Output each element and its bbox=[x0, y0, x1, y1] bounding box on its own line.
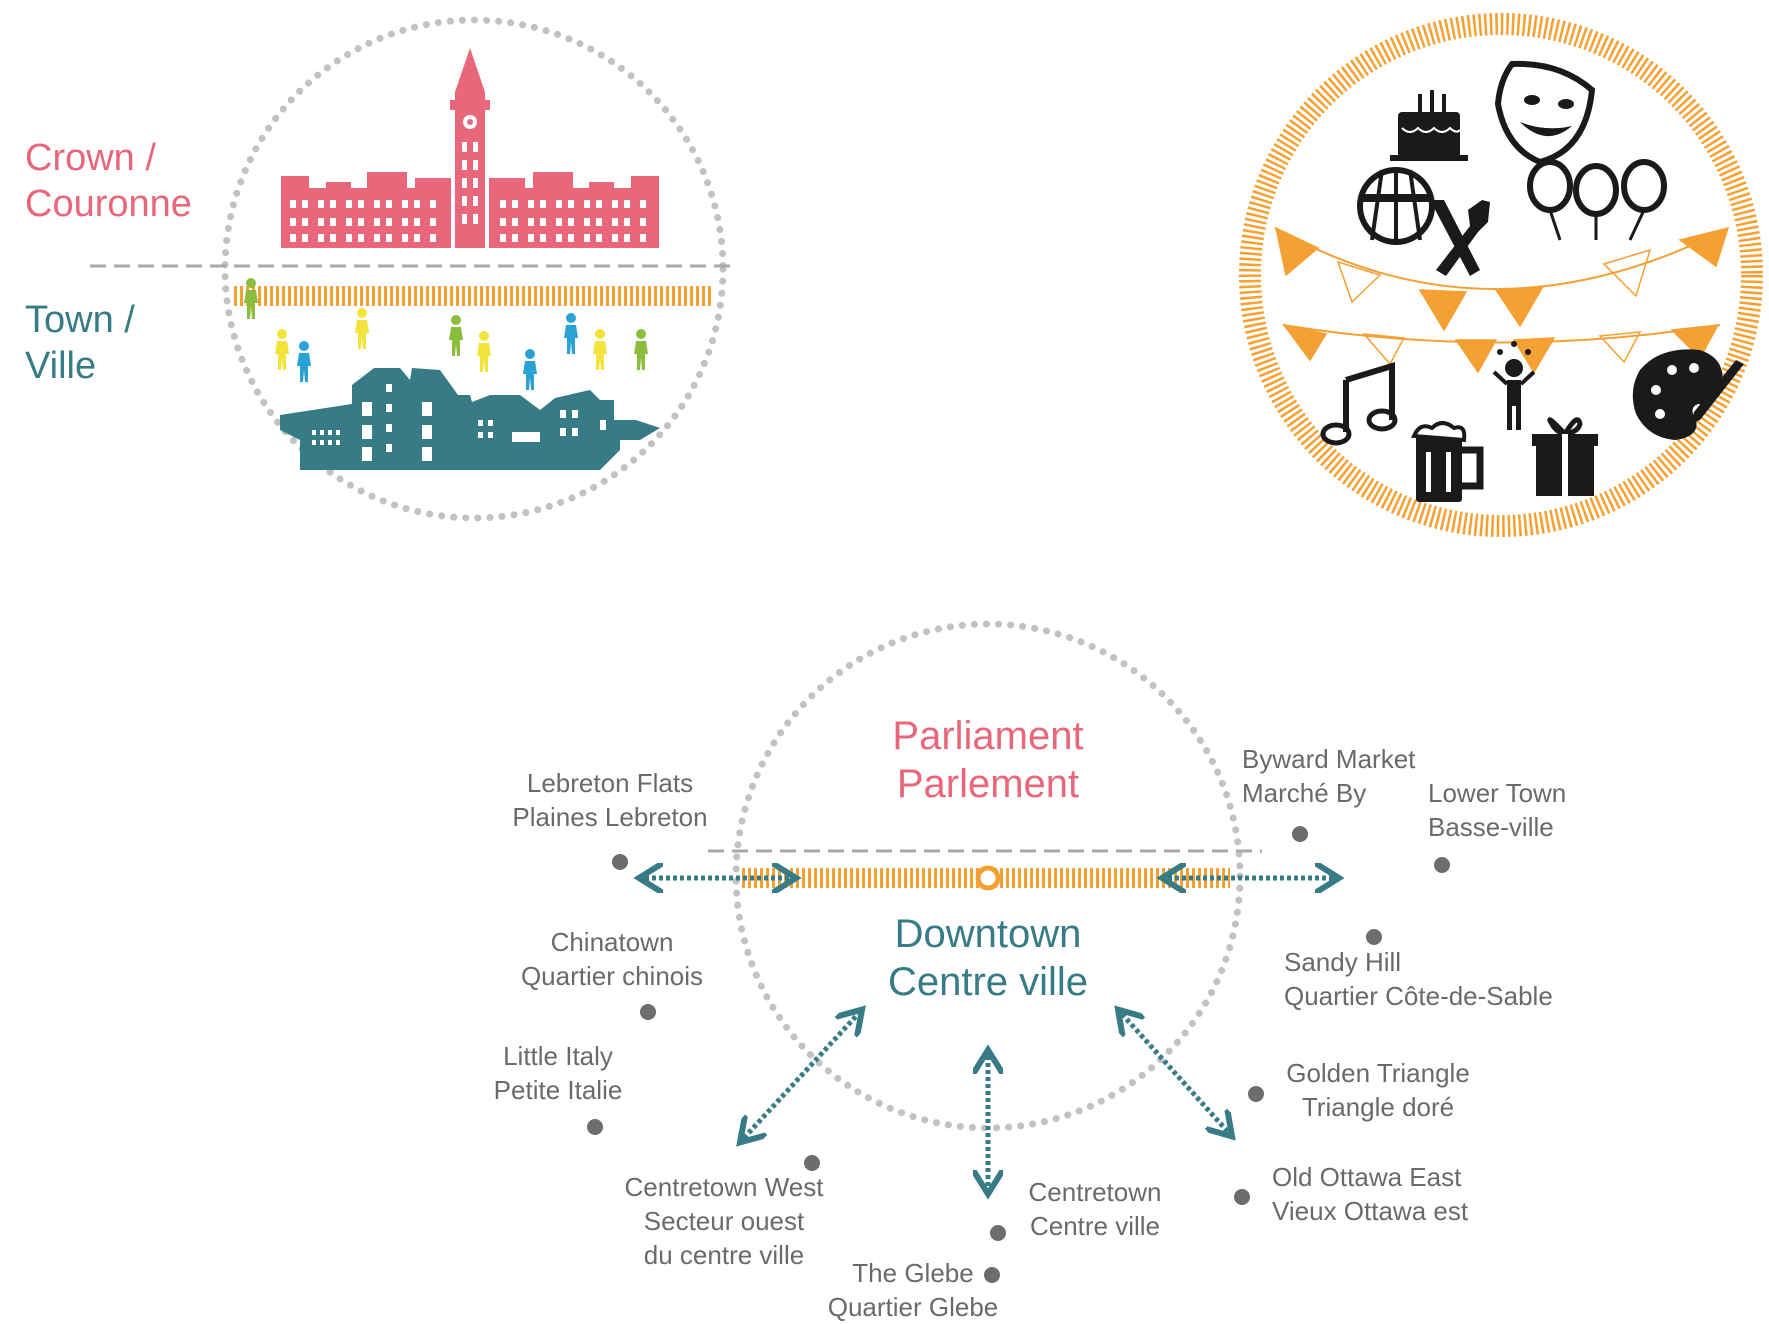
centretown-en: Centretown bbox=[1028, 1177, 1162, 1207]
glebe-en: The Glebe bbox=[852, 1258, 974, 1288]
parliament-label-line2: Parlement bbox=[896, 762, 1080, 806]
downtown-label: Downtown Centre ville bbox=[868, 910, 1108, 1006]
dot-littleitaly bbox=[587, 1119, 603, 1135]
crown-label-line1: Crown / bbox=[25, 137, 156, 179]
goldentriangle-fr: Triangle doré bbox=[1301, 1092, 1455, 1122]
lowertown-fr: Basse-ville bbox=[1428, 812, 1554, 842]
birthday-cake-icon bbox=[1390, 90, 1468, 161]
parliament-label-line1: Parliament bbox=[892, 714, 1084, 758]
crown-label-line2: Couronne bbox=[25, 182, 192, 225]
centretownwest-en: Centretown West bbox=[624, 1172, 824, 1202]
chinatown-fr: Quartier chinois bbox=[520, 961, 704, 991]
littleitaly-fr: Petite Italie bbox=[493, 1075, 623, 1105]
crown-label: Crown / Couronne bbox=[25, 136, 192, 227]
label-lebreton: Lebreton Flats Plaines Lebreton bbox=[490, 766, 730, 834]
label-centretownwest: Centretown West Secteur ouest du centre … bbox=[604, 1170, 844, 1272]
parliament-marker-icon bbox=[975, 865, 1001, 891]
drum-icon bbox=[1357, 167, 1435, 245]
dot-lowertown bbox=[1434, 857, 1450, 873]
dot-chinatown bbox=[640, 1004, 656, 1020]
dot-goldentriangle bbox=[1248, 1086, 1264, 1102]
dot-sandyhill bbox=[1366, 929, 1382, 945]
byward-fr: Marché By bbox=[1242, 778, 1367, 808]
town-label-line1: Town / bbox=[25, 299, 135, 341]
theatre-mask-icon bbox=[1494, 60, 1596, 166]
centretownwest-fr: Secteur ouest bbox=[643, 1206, 805, 1236]
downtown-label-line1: Downtown bbox=[894, 912, 1082, 956]
dot-oldottawaeast bbox=[1234, 1189, 1250, 1205]
goldentriangle-en: Golden Triangle bbox=[1286, 1058, 1470, 1088]
oldottawaeast-fr: Vieux Ottawa est bbox=[1272, 1196, 1469, 1226]
town-buildings-icon bbox=[280, 368, 660, 470]
town-label: Town / Ville bbox=[25, 298, 135, 389]
label-lowertown: Lower Town Basse-ville bbox=[1428, 776, 1566, 844]
dot-glebe bbox=[984, 1267, 1000, 1283]
music-note-icon bbox=[1320, 361, 1398, 446]
label-centretown: Centretown Centre ville bbox=[1010, 1175, 1180, 1243]
dot-centretown bbox=[990, 1225, 1006, 1241]
lebreton-fr: Plaines Lebreton bbox=[512, 802, 708, 832]
centretown-fr: Centre ville bbox=[1029, 1211, 1161, 1241]
town-windows bbox=[312, 384, 606, 461]
parliament-label: Parliament Parlement bbox=[868, 712, 1108, 808]
label-goldentriangle: Golden Triangle Triangle doré bbox=[1268, 1056, 1488, 1124]
parliament-building-icon bbox=[281, 48, 659, 248]
lebreton-en: Lebreton Flats bbox=[526, 768, 694, 798]
festival-circle bbox=[1239, 13, 1763, 537]
juggler-icon bbox=[1492, 341, 1536, 430]
label-oldottawaeast: Old Ottawa East Vieux Ottawa est bbox=[1272, 1160, 1468, 1228]
label-byward: Byward Market Marché By bbox=[1242, 742, 1415, 810]
glebe-fr: Quartier Glebe bbox=[827, 1292, 999, 1322]
byward-en: Byward Market bbox=[1242, 744, 1416, 774]
balloons-icon bbox=[1527, 159, 1667, 241]
label-glebe: The Glebe Quartier Glebe bbox=[808, 1256, 1018, 1324]
label-sandyhill: Sandy Hill Quartier Côte-de-Sable bbox=[1284, 945, 1553, 1013]
chinatown-en: Chinatown bbox=[550, 927, 674, 957]
lowertown-en: Lower Town bbox=[1428, 778, 1567, 808]
dot-lebreton bbox=[612, 854, 628, 870]
oldottawaeast-en: Old Ottawa East bbox=[1272, 1162, 1462, 1192]
bunting-flags-icon bbox=[1274, 226, 1730, 374]
dot-centretownwest bbox=[804, 1155, 820, 1171]
beer-mug-icon bbox=[1411, 421, 1484, 502]
label-chinatown: Chinatown Quartier chinois bbox=[502, 925, 722, 993]
downtown-map bbox=[587, 620, 1450, 1283]
label-littleitaly: Little Italy Petite Italie bbox=[468, 1039, 648, 1107]
downtown-label-line2: Centre ville bbox=[887, 960, 1089, 1004]
connection-arrows bbox=[645, 878, 1333, 1188]
dot-byward bbox=[1292, 826, 1308, 842]
crown-town-circle bbox=[90, 16, 730, 522]
gift-icon bbox=[1532, 417, 1598, 496]
littleitaly-en: Little Italy bbox=[503, 1041, 613, 1071]
centretownwest-fr2: du centre ville bbox=[643, 1240, 805, 1270]
sandyhill-fr: Quartier Côte-de-Sable bbox=[1284, 981, 1553, 1011]
sandyhill-en: Sandy Hill bbox=[1284, 947, 1402, 977]
town-label-line2: Ville bbox=[25, 344, 97, 387]
neighbourhood-dots bbox=[587, 826, 1450, 1283]
parliament-windows bbox=[290, 115, 646, 242]
fork-knife-icon bbox=[1430, 200, 1490, 276]
paint-palette-icon bbox=[1632, 349, 1744, 440]
